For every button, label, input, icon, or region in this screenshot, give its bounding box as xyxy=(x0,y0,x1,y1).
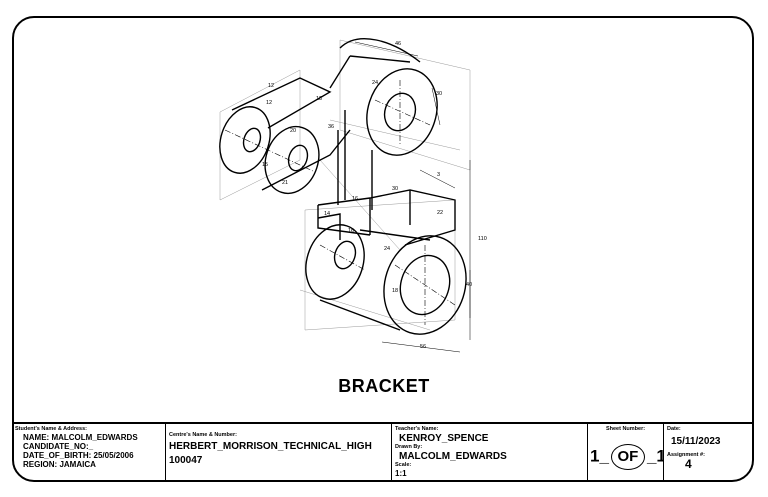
dim-12b: 12 xyxy=(266,100,272,106)
dim-30: 30 xyxy=(436,91,442,97)
scale-value: 1:1 xyxy=(395,469,407,478)
dim-18b: 18 xyxy=(392,288,398,294)
dim-12a: 12 xyxy=(268,83,274,89)
date-label: Date: xyxy=(667,426,681,432)
centre-name: HERBERT_MORRISON_TECHNICAL_HIGH xyxy=(169,441,372,452)
dim-18: 18 xyxy=(316,96,322,102)
dim-30b: 30 xyxy=(392,186,398,192)
drawn-by-name: MALCOLM_EDWARDS xyxy=(399,451,507,462)
centre-cell: Centre's Name & Number: HERBERT_MORRISON… xyxy=(166,424,392,482)
dim-110: 110 xyxy=(478,236,487,242)
sheet-number: 1_OF_1 xyxy=(590,444,663,470)
assignment-label: Assignment #: xyxy=(667,452,705,458)
dim-15: 15 xyxy=(262,162,268,168)
region: REGION: JAMAICA xyxy=(23,460,96,469)
dim-3: 3 xyxy=(437,172,440,178)
date-value: 15/11/2023 xyxy=(671,436,721,447)
dim-14: 14 xyxy=(324,211,330,217)
date-cell: Date: 15/11/2023 Assignment #: 4 xyxy=(664,424,752,482)
centre-lines xyxy=(224,80,456,325)
student-name: NAME: MALCOLM_EDWARDS xyxy=(23,433,138,442)
centre-label: Centre's Name & Number: xyxy=(169,432,237,438)
object-outline xyxy=(219,38,467,335)
scale-label: Scale: xyxy=(395,462,412,468)
dim-40: 40 xyxy=(466,282,472,288)
dim-24b: 24 xyxy=(384,246,390,252)
teacher-cell: Teacher's Name: KENROY_SPENCE Drawn By: … xyxy=(392,424,588,482)
dim-46: 46 xyxy=(395,41,401,47)
dim-22: 22 xyxy=(437,210,443,216)
student-label: Student's Name & Address: xyxy=(15,426,88,432)
sheet-total: 1 xyxy=(656,446,663,465)
student-cell: Student's Name & Address: NAME: MALCOLM_… xyxy=(12,424,166,482)
dim-56: 56 xyxy=(420,344,426,350)
sheet-border xyxy=(12,16,754,482)
centre-number: 100047 xyxy=(169,455,203,466)
sheet-of-circle: OF xyxy=(610,444,645,470)
date-of-birth: DATE_OF_BIRTH: 25/05/2006 xyxy=(23,451,134,460)
dim-36: 36 xyxy=(328,124,334,130)
candidate-number: CANDIDATE_NO:_ xyxy=(23,442,94,451)
drawing-title: BRACKET xyxy=(338,376,430,396)
assignment-number: 4 xyxy=(685,457,692,471)
dimension-lines xyxy=(354,41,471,353)
sheet-current: 1 xyxy=(590,446,600,466)
construction-lines xyxy=(219,39,471,331)
drawn-by-label: Drawn By: xyxy=(395,444,423,450)
dim-16b: 16 xyxy=(348,228,354,234)
dim-16a: 16 xyxy=(352,196,358,202)
dim-24: 24 xyxy=(372,80,378,86)
title-block: Student's Name & Address: NAME: MALCOLM_… xyxy=(12,422,754,482)
dimension-labels: 46 24 30 12 18 12 20 36 15 21 30 3 16 14… xyxy=(262,41,487,350)
dim-20: 20 xyxy=(290,128,296,134)
teacher-label: Teacher's Name: xyxy=(395,426,439,432)
sheet-cell: Sheet Number: 1_OF_1 xyxy=(588,424,664,482)
sheet-label: Sheet Number: xyxy=(605,426,646,432)
dim-21: 21 xyxy=(282,180,288,186)
teacher-name: KENROY_SPENCE xyxy=(399,433,489,444)
